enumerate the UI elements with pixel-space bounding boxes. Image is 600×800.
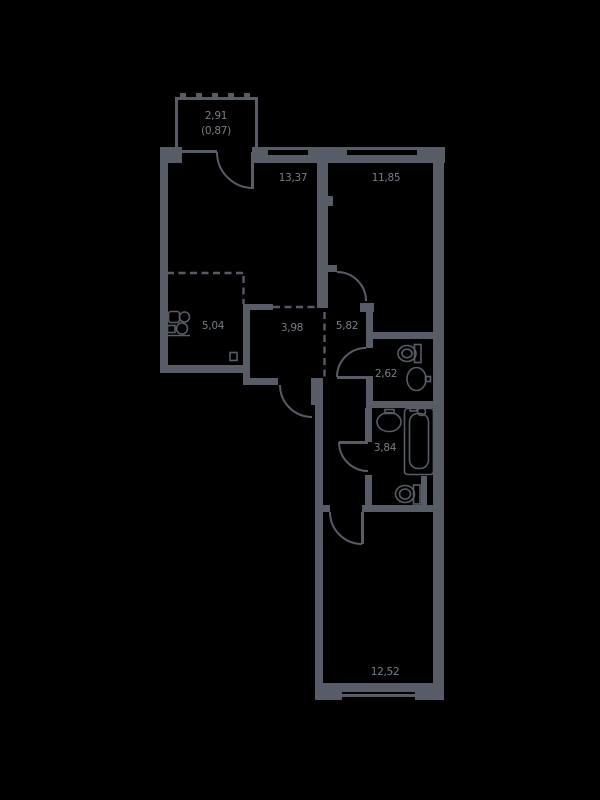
room-label-bathroom: 3,84 [374, 442, 397, 454]
window-icon [268, 147, 308, 150]
wall-segment [365, 475, 372, 512]
faucet-icon [409, 404, 418, 412]
wall-segment [360, 303, 374, 312]
wall-segment [315, 378, 323, 700]
wall-segment [252, 147, 268, 163]
wall-segment [366, 376, 373, 402]
wall-segment [308, 147, 347, 163]
door-leaf [337, 376, 366, 379]
sink-icon [376, 411, 402, 433]
room-labels: 2,91 (0,87) 13,37 11,85 5,04 3,98 5,82 2… [201, 110, 400, 678]
balcony-area-label: 2,91 [205, 110, 227, 122]
wall-segment [326, 265, 337, 272]
wall-segment [365, 408, 372, 442]
windows [182, 147, 420, 697]
room-label-bedroom-bottom: 12,52 [371, 666, 400, 678]
walls [160, 147, 445, 700]
wall-segment [415, 683, 444, 700]
door-arc-bedroom-bottom [329, 511, 363, 545]
stove-burner-icon [175, 322, 189, 335]
window-sill [334, 694, 420, 697]
room-label-hall: 3,98 [281, 322, 303, 334]
room-label-bedroom-top: 11,85 [372, 172, 401, 184]
toilet-tank-icon [412, 484, 421, 505]
fixtures [166, 310, 435, 505]
door-arc-balcony [216, 151, 254, 189]
wall-segment [362, 505, 433, 512]
toilet-tank-icon [413, 343, 422, 364]
balcony-window-sill [182, 150, 217, 153]
sink-tap-icon [424, 375, 432, 383]
door-leaf [251, 152, 254, 189]
wall-segment [244, 378, 278, 385]
toilet-bowl-icon [398, 488, 412, 500]
shower-head-icon [416, 406, 427, 417]
balcony-wall [175, 97, 178, 152]
railing-tick-icon [180, 93, 186, 100]
wall-segment [311, 378, 323, 405]
door-leaf [339, 441, 368, 444]
kitchen-unit-icon [166, 324, 176, 334]
balcony-coeff-label: (0,87) [201, 125, 231, 137]
window-icon [347, 147, 417, 150]
wall-nub [328, 196, 333, 206]
wall-segment [315, 683, 342, 700]
room-label-corridor: 5,82 [336, 320, 358, 332]
window-icon [347, 155, 417, 163]
doors [216, 151, 369, 545]
wall-segment [370, 332, 433, 339]
wall-segment [243, 304, 273, 310]
room-label-living: 13,37 [279, 172, 308, 184]
door-leaf [361, 512, 364, 544]
railing-tick-icon [228, 93, 234, 100]
wall-segment [366, 401, 433, 408]
door-arc-entrance [279, 384, 313, 418]
railing-tick-icon [244, 93, 250, 100]
stove-burner-icon [178, 311, 191, 323]
room-label-wc: 2,62 [375, 368, 397, 380]
balcony-outline [175, 93, 258, 152]
wall-segment [317, 163, 328, 308]
railing-tick-icon [212, 93, 218, 100]
wall-segment [160, 147, 168, 373]
window-icon [342, 683, 415, 692]
wall-segment [243, 304, 250, 385]
wall-segment [366, 310, 373, 348]
sink-tap-icon [384, 408, 395, 415]
toilet-bowl-icon [401, 348, 413, 359]
vent-icon [229, 351, 238, 362]
door-arc-bedroom-top [336, 271, 367, 302]
room-label-kitchen: 5,04 [202, 320, 225, 332]
railing-tick-icon [196, 93, 202, 100]
wall-segment [433, 147, 444, 700]
balcony-wall [255, 97, 258, 152]
toilet-icon [397, 344, 417, 363]
door-arc-bathroom [338, 441, 369, 472]
wall-segment [160, 365, 248, 373]
bathtub-inner-icon [408, 412, 430, 470]
duct-wall [421, 476, 427, 506]
window-icon [268, 155, 308, 163]
zone-boundaries [167, 271, 326, 378]
toilet-icon [394, 484, 416, 504]
door-arc-wc [336, 347, 367, 378]
